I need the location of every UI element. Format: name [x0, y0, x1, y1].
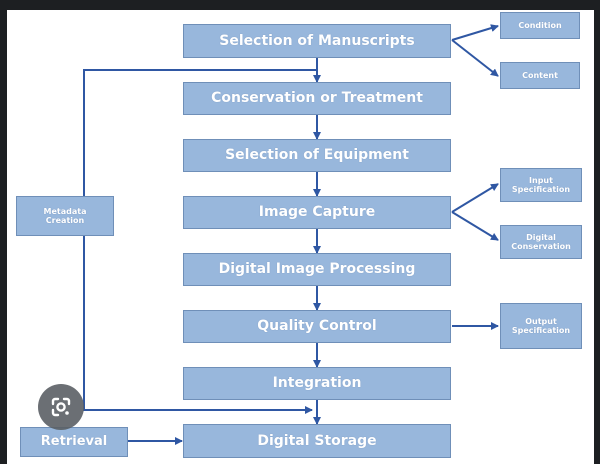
step-integration: Integration: [183, 367, 451, 400]
arrow-to-condition: [451, 24, 499, 41]
branch-condition: Condition: [500, 12, 580, 39]
branch-input-specification: Input Specification: [500, 168, 582, 202]
metadata-bottom-line: [83, 236, 313, 414]
step-selection-of-manuscripts: Selection of Manuscripts: [183, 24, 451, 58]
step-digital-storage: Digital Storage: [183, 424, 451, 458]
left-border: [0, 10, 7, 464]
arrow-to-content: [451, 39, 499, 77]
step-conservation-or-treatment: Conservation or Treatment: [183, 82, 451, 115]
google-lens-button[interactable]: [38, 384, 84, 430]
right-border: [594, 10, 600, 464]
side-retrieval: Retrieval: [20, 427, 128, 457]
top-border: [0, 0, 600, 10]
metadata-top-line: [83, 69, 317, 198]
google-lens-icon: [51, 397, 71, 417]
step-selection-of-equipment: Selection of Equipment: [183, 139, 451, 172]
arrow-to-input-spec: [451, 183, 499, 213]
step-digital-image-processing: Digital Image Processing: [183, 253, 451, 286]
branch-content: Content: [500, 62, 580, 89]
step-quality-control: Quality Control: [183, 310, 451, 343]
step-image-capture: Image Capture: [183, 196, 451, 229]
arrow-to-digital-conservation: [451, 211, 499, 241]
branch-digital-conservation: Digital Conservation: [500, 225, 582, 259]
branch-output-specification: Output Specification: [500, 303, 582, 349]
side-metadata-creation: Metadata Creation: [16, 196, 114, 236]
